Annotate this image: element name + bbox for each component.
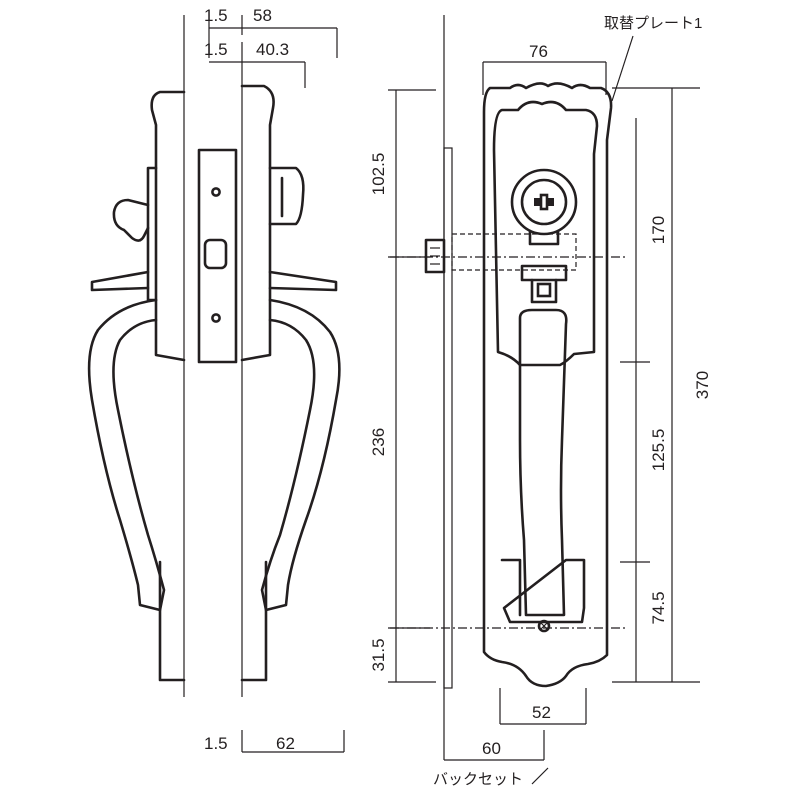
dim-right-r3: 74.5	[649, 591, 668, 624]
dim-bottom-left: 1.5	[204, 734, 228, 753]
dim-top-a-right: 58	[253, 6, 272, 25]
dim-backset: 60	[482, 739, 501, 758]
thumb-turn	[112, 198, 150, 242]
dim-width-bottom: 52	[532, 703, 551, 722]
dim-side-d3: 31.5	[369, 638, 388, 671]
backset-label: バックセット	[433, 771, 523, 788]
inner-grip	[87, 298, 166, 612]
dim-top-b-right: 40.3	[256, 40, 289, 59]
lock-case-face	[197, 148, 238, 364]
back-plate	[482, 82, 613, 688]
dim-side-d1: 102.5	[369, 153, 388, 196]
outer-grip	[260, 298, 341, 612]
dim-right-r1: 170	[649, 216, 668, 244]
inner-escutcheon	[150, 90, 186, 362]
outer-lever	[268, 270, 338, 292]
dim-bottom-right: 62	[276, 734, 295, 753]
dim-width-top: 76	[529, 42, 548, 61]
handle-grip	[518, 308, 568, 617]
dim-side-d2: 236	[369, 428, 388, 456]
dim-right-r2: 125.5	[649, 429, 668, 472]
dim-top-a-left: 1.5	[204, 6, 228, 25]
dim-top-b-left: 1.5	[204, 40, 228, 59]
dim-right-total: 370	[693, 371, 712, 399]
outer-escutcheon	[240, 84, 275, 362]
latch-bolt	[203, 238, 228, 270]
inner-panel	[492, 100, 599, 367]
handle-bracket	[500, 558, 586, 624]
inner-lever	[90, 270, 150, 292]
plate-label: 取替プレート1	[604, 15, 702, 32]
side-view: 1.5 58 1.5 40.3 1.5 62	[87, 6, 345, 753]
front-view: 102.5 236 31.5 76 取替プレート1	[369, 15, 712, 788]
thumb-latch	[520, 264, 568, 282]
